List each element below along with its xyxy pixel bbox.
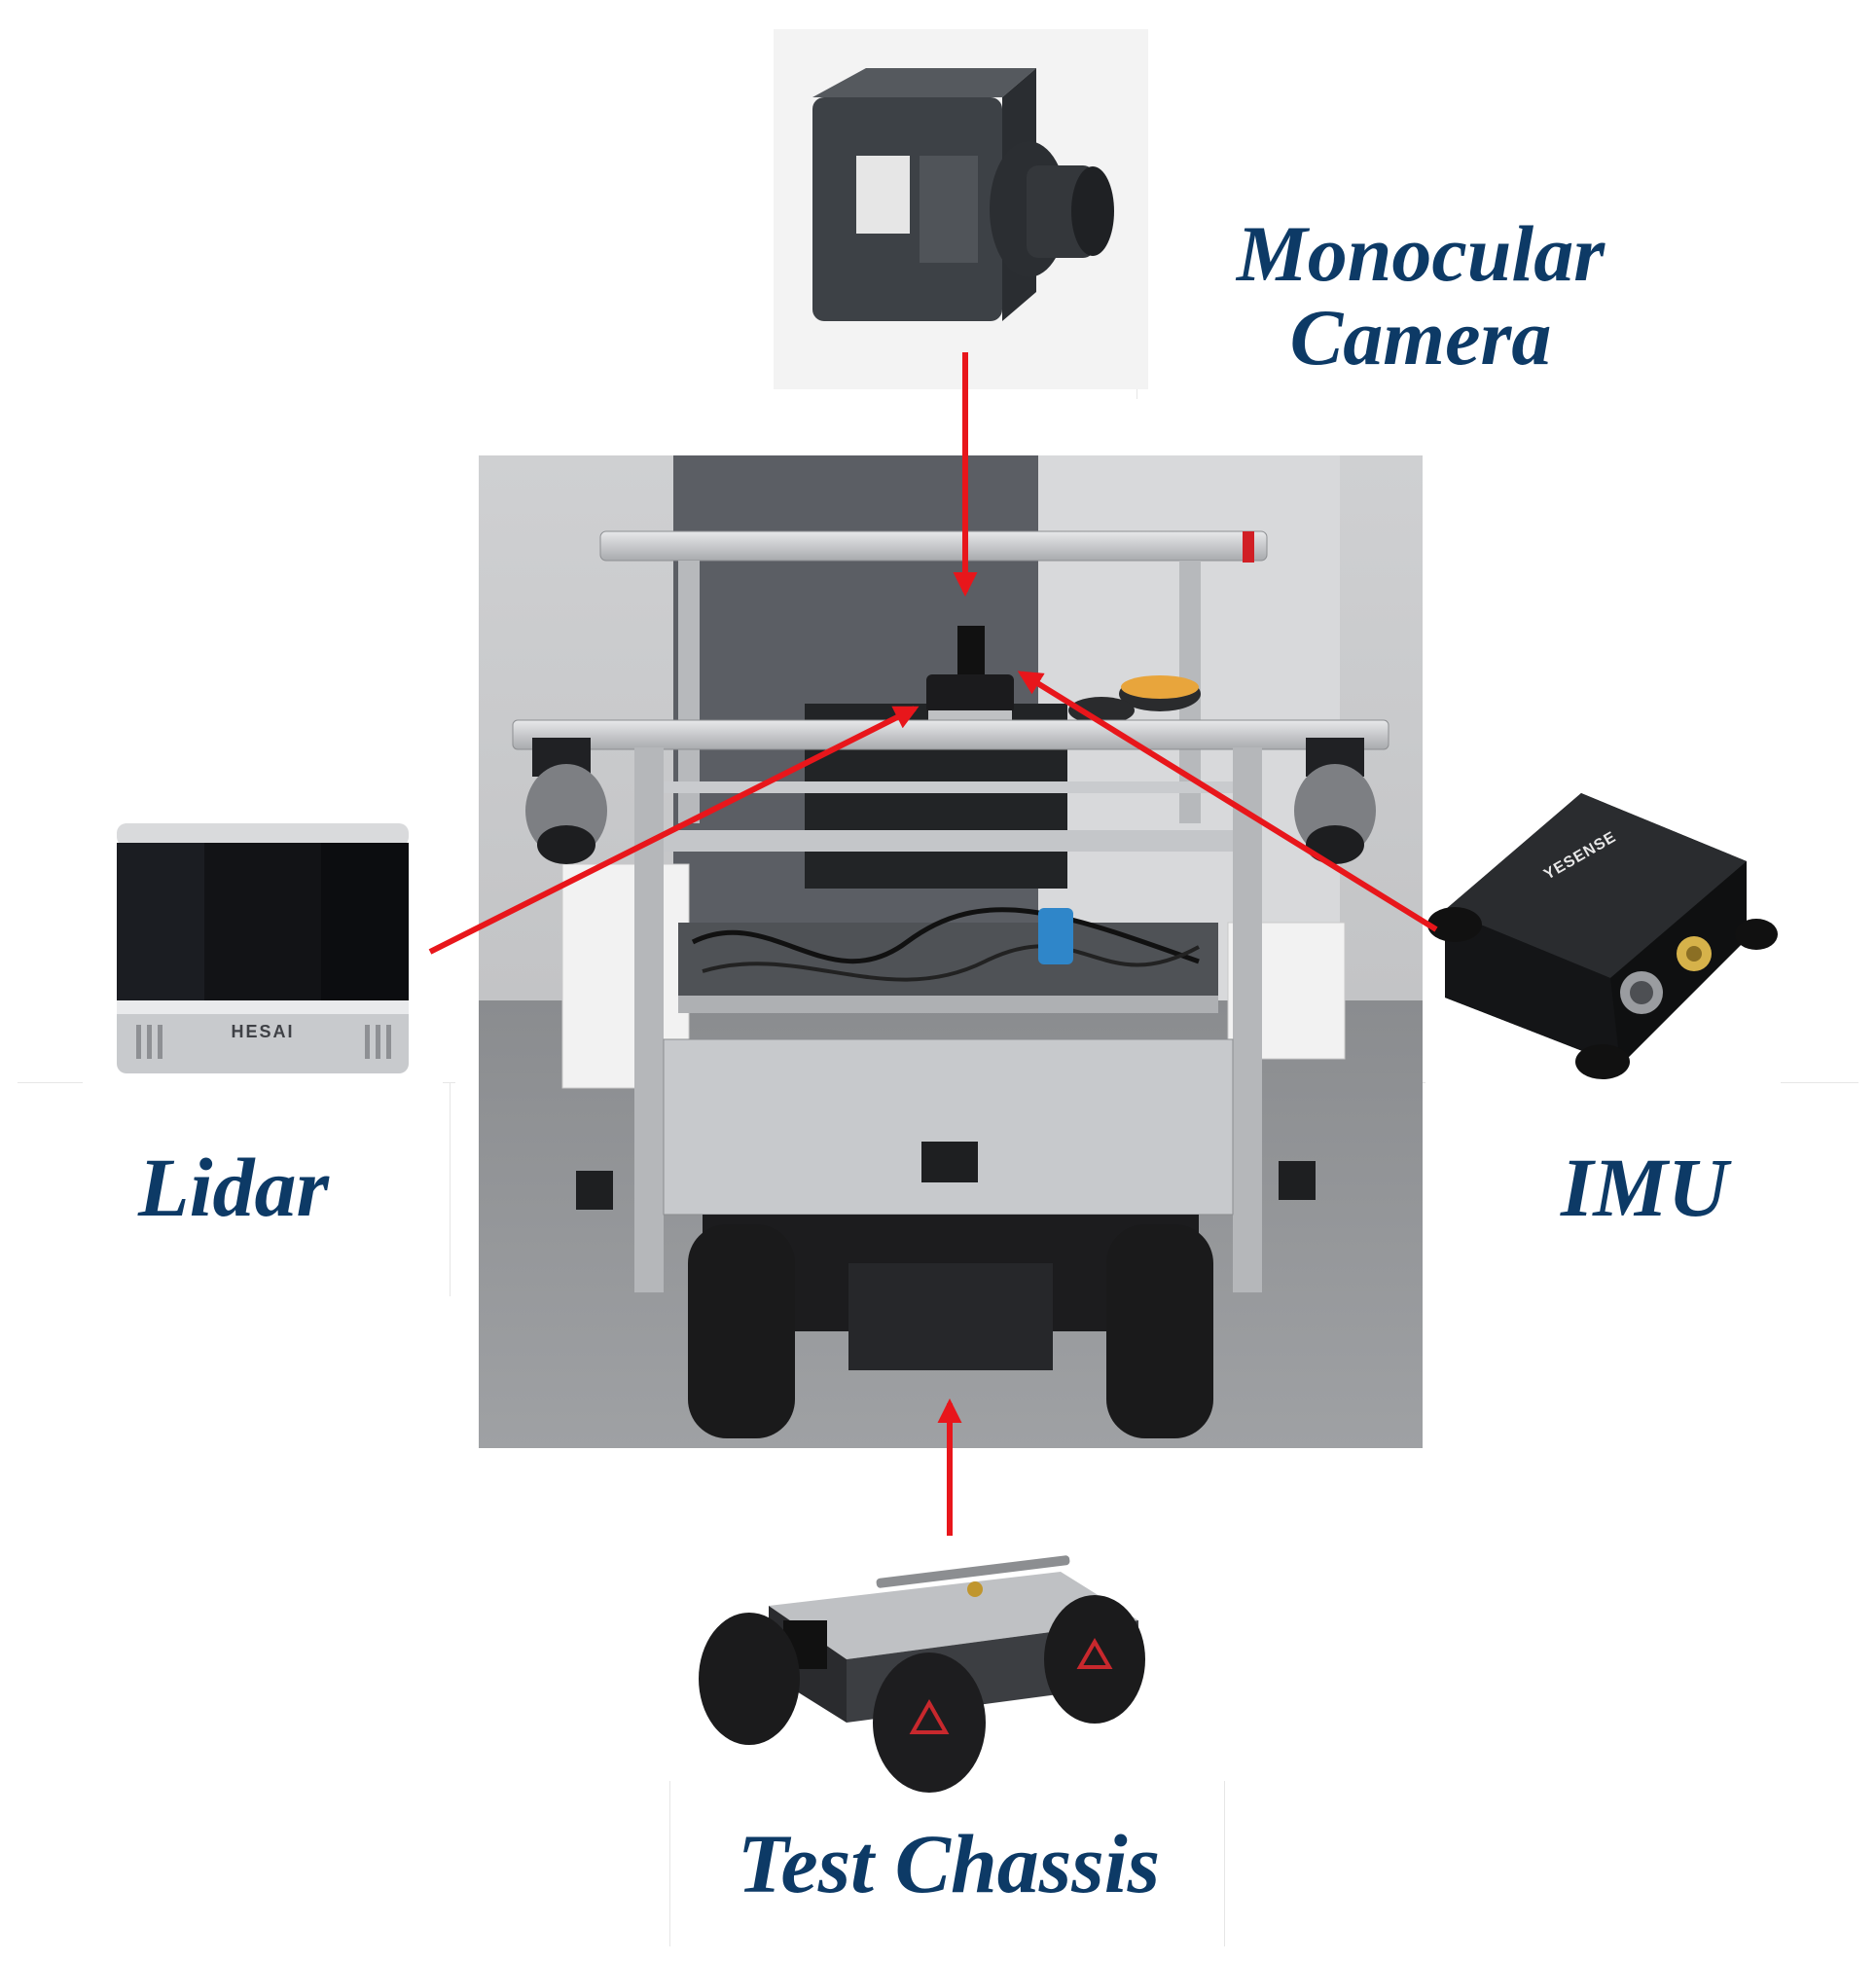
- monocular-camera-label: Monocular Camera: [1148, 209, 1693, 382]
- lidar-photo: HESAI: [83, 806, 443, 1083]
- monocular-camera-label-line1: Monocular: [1236, 209, 1605, 298]
- lidar-label: Lidar: [138, 1141, 329, 1234]
- lidar-brand-text: HESAI: [231, 1022, 295, 1041]
- camera-photo-svg: [774, 29, 1148, 389]
- monocular-camera-photo: [774, 29, 1148, 389]
- chassis-box-edge-left: [669, 1781, 670, 1946]
- monocular-camera-label-box: Monocular Camera: [1148, 185, 1693, 399]
- imu-photo: YESENSE: [1425, 754, 1781, 1085]
- chassis-box-edge-right: [1224, 1781, 1225, 1946]
- monocular-camera-label-line2: Camera: [1289, 293, 1552, 382]
- lidar-photo-svg: [117, 823, 409, 1073]
- test-chassis-photo: [681, 1513, 1187, 1796]
- lidar-arrow: [428, 706, 920, 955]
- chassis-photo-svg: [699, 1555, 1145, 1793]
- imu-arrow: [1017, 671, 1438, 932]
- test-chassis-label: Test Chassis: [737, 1817, 1161, 1910]
- vehicle-platform-photo: [479, 455, 1423, 1448]
- lidar-box-edge: [450, 1082, 451, 1296]
- imu-label: IMU: [1560, 1141, 1729, 1234]
- vehicle-photo-svg: [479, 455, 1423, 1448]
- imu-photo-svg: [1427, 793, 1778, 1079]
